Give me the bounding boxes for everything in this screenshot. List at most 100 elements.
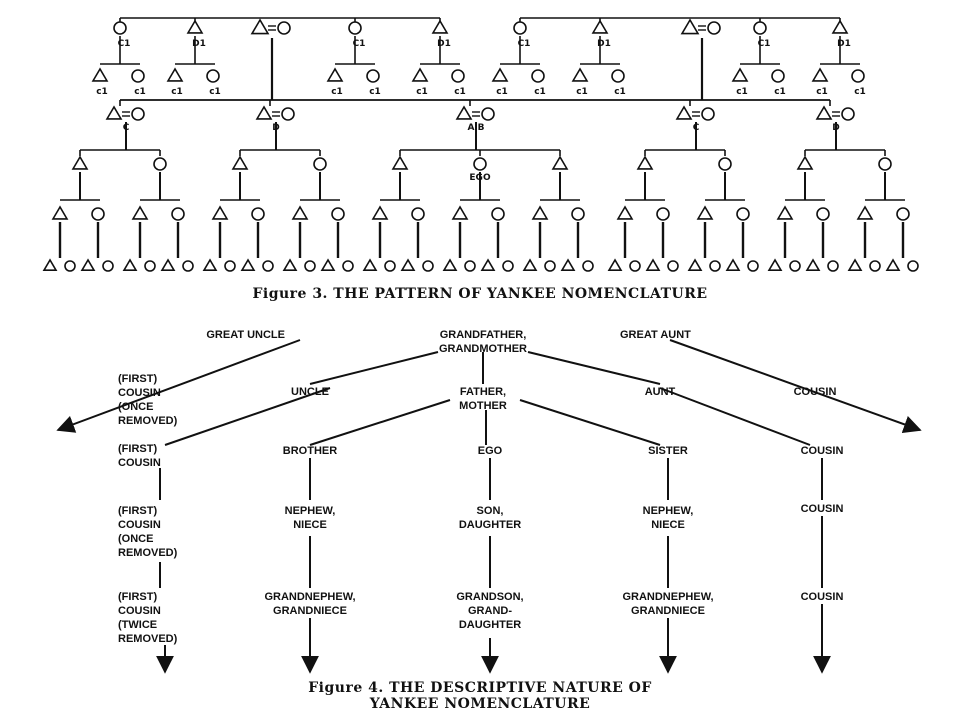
label-col5-r1: COUSIN <box>801 445 844 457</box>
male-triangle-symbol <box>362 258 378 272</box>
label-sister: SISTER <box>648 445 688 457</box>
male-triangle-symbol <box>442 258 458 272</box>
male-triangle-symbol <box>291 205 309 220</box>
male-triangle-symbol <box>687 258 703 272</box>
female-circle-symbol <box>313 157 327 171</box>
female-circle-symbol <box>502 260 514 272</box>
female-circle-symbol <box>878 157 892 171</box>
female-circle-symbol <box>411 207 425 221</box>
figure-4-lines <box>56 339 922 674</box>
label-ego: EGO <box>478 445 503 457</box>
female-circle-symbol <box>277 21 291 35</box>
female-circle-symbol <box>348 21 362 35</box>
c1-label: c1 <box>614 87 626 97</box>
male-triangle-symbol <box>211 205 229 220</box>
male-triangle-symbol <box>255 105 273 120</box>
male-triangle-symbol <box>696 205 714 220</box>
label-grandson: GRANDSON, <box>456 591 523 603</box>
female-circle-symbol <box>869 260 881 272</box>
male-triangle-symbol <box>455 105 473 120</box>
label-col1-r2-line2: COUSIN <box>118 519 161 531</box>
male-triangle-symbol <box>731 67 749 82</box>
female-circle-symbol <box>571 207 585 221</box>
male-triangle-symbol <box>847 258 863 272</box>
gen2-label: A B <box>468 123 485 133</box>
male-triangle-symbol <box>560 258 576 272</box>
figure-4-labels: GREAT UNCLE GRANDFATHER, GRANDMOTHER GRE… <box>118 329 843 645</box>
female-circle-symbol <box>304 260 316 272</box>
c1-label: c1 <box>416 87 428 97</box>
label-grand: GRAND- <box>468 605 512 617</box>
male-triangle-symbol <box>531 205 549 220</box>
c1-label: c1 <box>496 87 508 97</box>
label-col5-r3: COUSIN <box>801 591 844 603</box>
female-circle-symbol <box>789 260 801 272</box>
male-triangle-symbol <box>80 258 96 272</box>
female-circle-symbol <box>851 69 865 83</box>
female-circle-symbol <box>251 207 265 221</box>
label-great-aunt: GREAT AUNT <box>620 329 691 341</box>
male-triangle-symbol <box>240 258 256 272</box>
female-circle-symbol <box>709 260 721 272</box>
female-circle-symbol <box>451 69 465 83</box>
male-triangle-symbol <box>320 258 336 272</box>
female-circle-symbol <box>64 260 76 272</box>
figure-4-caption: Figure 4. THE DESCRIPTIVE NATURE OF YANK… <box>0 680 960 712</box>
male-triangle-symbol <box>767 258 783 272</box>
male-triangle-symbol <box>522 258 538 272</box>
male-triangle-symbol <box>491 67 509 82</box>
male-triangle-symbol <box>675 105 693 120</box>
female-circle-symbol <box>366 69 380 83</box>
label-mother: MOTHER <box>459 400 507 412</box>
female-circle-symbol <box>144 260 156 272</box>
label-col1-r1-line1: (FIRST) <box>118 443 157 455</box>
male-triangle-symbol <box>776 205 794 220</box>
figure-4-caption-line2: YANKEE NOMENCLATURE <box>369 696 591 712</box>
female-circle-symbol <box>544 260 556 272</box>
male-triangle-symbol <box>616 205 634 220</box>
male-triangle-symbol <box>480 258 496 272</box>
male-triangle-symbol <box>811 67 829 82</box>
label-right-cousin: COUSIN <box>794 386 837 398</box>
female-circle-symbol <box>153 157 167 171</box>
label-father: FATHER, <box>460 386 506 398</box>
gen1-label: C1 <box>353 39 366 49</box>
female-circle-symbol <box>342 260 354 272</box>
male-triangle-symbol <box>51 205 69 220</box>
male-triangle-symbol <box>551 155 569 170</box>
c1-label: c1 <box>171 87 183 97</box>
gen1-label: D1 <box>192 39 206 49</box>
female-circle-symbol <box>896 207 910 221</box>
female-circle-symbol <box>531 69 545 83</box>
label-left-cousin-line2: COUSIN <box>118 387 161 399</box>
label-col1-r2-line1: (FIRST) <box>118 505 157 517</box>
label-aunt: AUNT <box>645 386 676 398</box>
male-triangle-symbol <box>105 105 123 120</box>
c1-label: c1 <box>369 87 381 97</box>
c1-label: c1 <box>209 87 221 97</box>
female-circle-symbol <box>206 69 220 83</box>
c1-label: c1 <box>454 87 466 97</box>
label-great-uncle: GREAT UNCLE <box>206 329 285 341</box>
female-circle-symbol <box>473 157 487 171</box>
female-circle-symbol <box>582 260 594 272</box>
female-circle-symbol <box>182 260 194 272</box>
gen1-label: C1 <box>758 39 771 49</box>
male-triangle-symbol <box>607 258 623 272</box>
label-col5-r2: COUSIN <box>801 503 844 515</box>
female-circle-symbol <box>262 260 274 272</box>
label-grandnephew-2: GRANDNEPHEW, <box>622 591 713 603</box>
label-grandmother: GRANDMOTHER <box>439 343 527 355</box>
figure-3-caption: Figure 3. THE PATTERN OF YANKEE NOMENCLA… <box>252 286 708 302</box>
label-daughter: DAUGHTER <box>459 519 521 531</box>
female-circle-symbol <box>131 107 145 121</box>
male-triangle-symbol <box>451 205 469 220</box>
female-circle-symbol <box>907 260 919 272</box>
c1-label: c1 <box>331 87 343 97</box>
gen1-label: D1 <box>837 39 851 49</box>
male-triangle-symbol <box>645 258 661 272</box>
c1-label: c1 <box>134 87 146 97</box>
female-circle-symbol <box>171 207 185 221</box>
label-col1-r3-line1: (FIRST) <box>118 591 157 603</box>
